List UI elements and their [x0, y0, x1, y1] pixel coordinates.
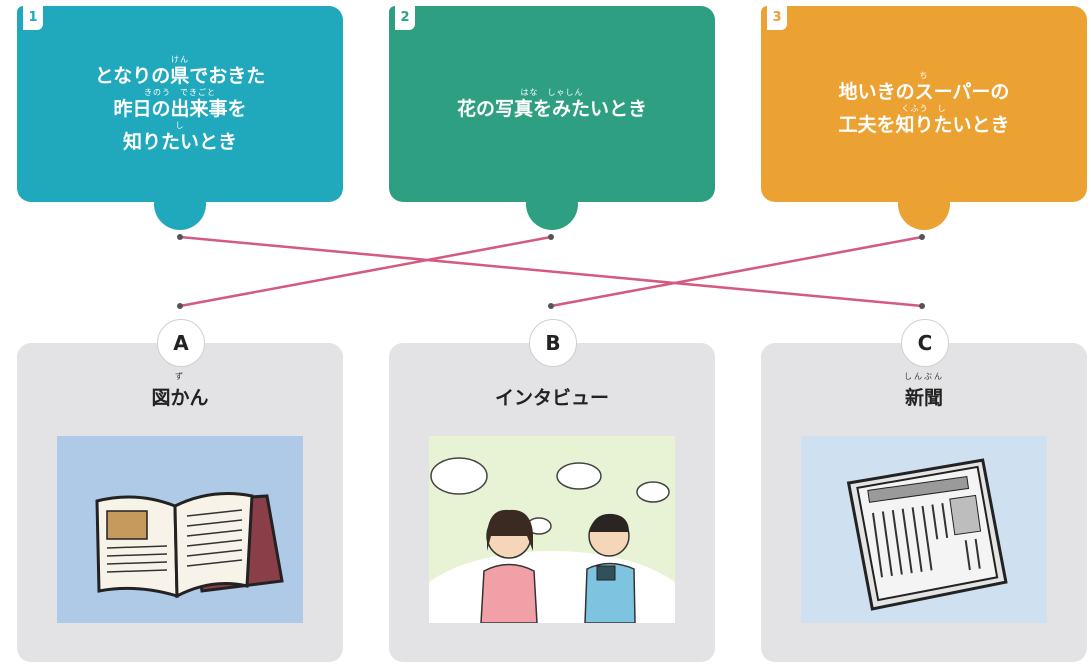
link-2-A [179, 235, 552, 308]
dot [548, 234, 554, 240]
connector-knob [154, 178, 206, 230]
answer-title: インタビュー [494, 387, 609, 409]
title-ruby: ず [175, 372, 185, 381]
dot [919, 234, 925, 240]
title-ruby: しんぶん [904, 372, 944, 381]
question-text-line: 知りたいとき [122, 130, 237, 153]
link-1-C [179, 235, 923, 308]
book-illustration [57, 436, 303, 623]
link-3-B [550, 235, 923, 308]
line-ruby: し [175, 120, 185, 130]
answer-card-b[interactable]: B インタビュー [389, 319, 715, 668]
question-card-1[interactable]: 1 けんとなりの県でおきたきのう できごと昨日の出来事をし知りたいとき [17, 4, 343, 230]
line-ruby: はな しゃしん [520, 87, 584, 97]
connector-knob [898, 178, 950, 230]
question-text-line: 花の写真をみたいとき [456, 97, 647, 120]
question-text-line: 工夫を知りたいとき [838, 114, 1010, 136]
line-ruby: けん [171, 54, 189, 64]
answer-title: 新聞 [904, 387, 943, 409]
connector-knob [526, 178, 578, 230]
newspaper-illustration [801, 436, 1047, 623]
question-text-line: 地いきのスーパーの [838, 81, 1010, 103]
line-ruby: くふう し [901, 104, 947, 113]
dot [548, 303, 554, 309]
answer-card-c[interactable]: C しんぶん 新聞 [761, 319, 1087, 662]
question-number: 1 [23, 4, 43, 30]
answer-label: C [901, 319, 949, 367]
question-number: 3 [767, 4, 787, 30]
answer-card-a[interactable]: A ず 図かん [17, 319, 343, 662]
dot [177, 234, 183, 240]
question-card-3[interactable]: 3 ち地いきのスーパーのくふう し工夫を知りたいとき [761, 4, 1087, 230]
question-text-line: となりの県でおきた [94, 64, 266, 87]
line-ruby: ち [919, 71, 929, 80]
answer-label: B [529, 319, 577, 367]
answer-label: A [157, 319, 205, 367]
question-text-line: 昨日の出来事を [113, 97, 247, 120]
dot [177, 303, 183, 309]
question-card-2[interactable]: 2 はな しゃしん花の写真をみたいとき [389, 4, 715, 230]
dot [919, 303, 925, 309]
line-ruby: きのう できごと [144, 87, 216, 97]
answer-title: 図かん [151, 387, 209, 409]
interview-illustration [412, 436, 692, 668]
question-number: 2 [395, 4, 415, 30]
